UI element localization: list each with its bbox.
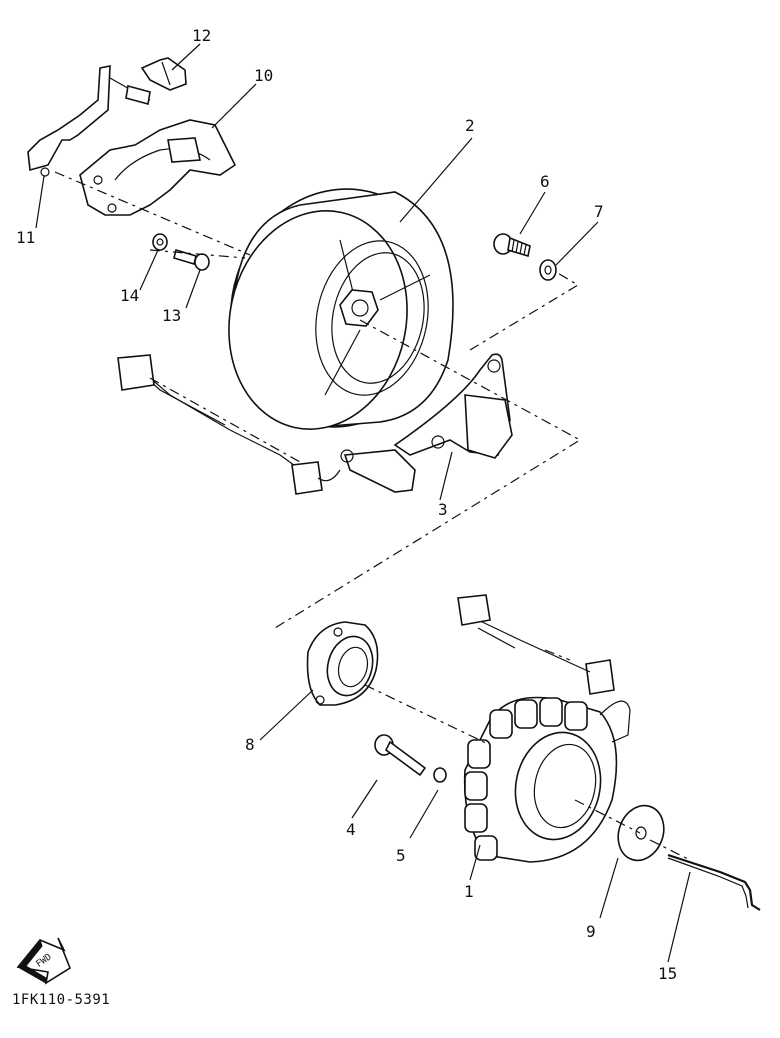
- bracket-part: [27, 65, 151, 177]
- callout-11: 11: [16, 228, 36, 247]
- callout-12: 12: [192, 26, 212, 45]
- stator-part: [457, 594, 631, 863]
- callout-9: 9: [586, 922, 596, 941]
- rotor-cover-part: [79, 119, 237, 216]
- callout-13: 13: [162, 306, 182, 325]
- callout-8: 8: [245, 735, 255, 754]
- callout-5: 5: [396, 846, 406, 865]
- plate-washer-part: [617, 804, 665, 862]
- fwd-arrow-icon: [16, 937, 71, 985]
- clamp-part: [140, 57, 187, 91]
- leader-lines: [35, 43, 691, 963]
- rotor-part: [228, 188, 454, 430]
- callout-3: 3: [438, 500, 448, 519]
- callout-2: 2: [465, 116, 475, 135]
- document-code: 1FK110-5391: [12, 992, 111, 1008]
- washer-part: [433, 767, 447, 783]
- washer-part: [152, 233, 168, 251]
- washer-part: [539, 259, 557, 281]
- pickup-coil-part: [117, 353, 513, 495]
- bolt-part: [374, 734, 427, 777]
- callout-4: 4: [346, 820, 356, 839]
- callout-10: 10: [254, 66, 274, 85]
- callout-6: 6: [540, 172, 550, 191]
- callout-1: 1: [464, 882, 474, 901]
- bolt-part: [493, 233, 531, 258]
- bearing-housing-part: [306, 621, 379, 706]
- wire-clip-part: [667, 853, 761, 911]
- callout-14: 14: [120, 286, 140, 305]
- callout-7: 7: [594, 202, 604, 221]
- callout-15: 15: [658, 964, 678, 983]
